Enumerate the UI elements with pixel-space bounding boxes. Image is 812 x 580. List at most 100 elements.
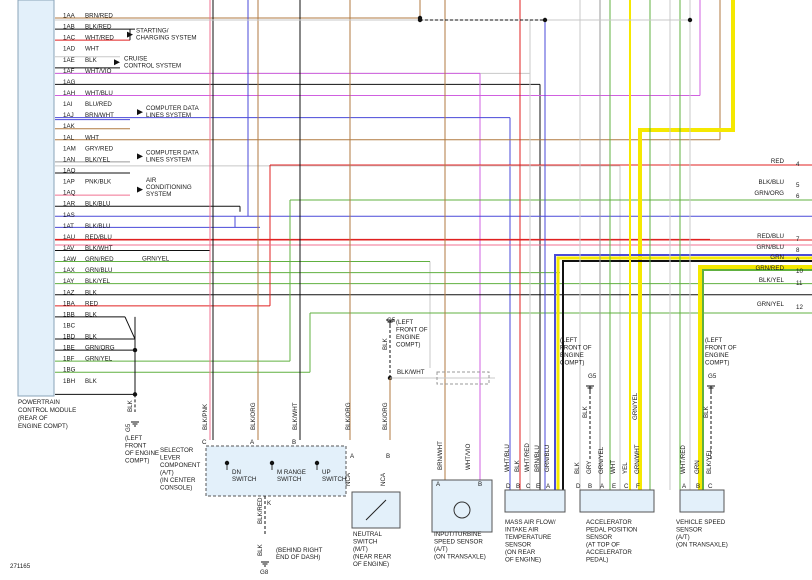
ground-location-label: COMPT) [705,360,729,367]
component-name-label: OF ENGINE) [353,561,389,568]
pcm-pin-label: 1AE [63,57,75,64]
right-wire-label: RED/BLU [757,233,784,240]
component-name-label: INPUT/TURBINE [434,531,481,538]
splice-dot [687,17,693,23]
switch-label: UP [322,469,331,476]
switch-label: SWITCH [232,476,256,483]
ground-location-label: (LEFT [396,319,413,326]
switch-contact [314,460,320,466]
pcm-wire-label: WHT/RED [85,35,114,42]
component-name-label: MASS AIR FLOW/ [505,519,556,526]
pcm-pin-label: 1BE [63,345,75,352]
ground-location-label: COMPT) [396,342,420,349]
component-wire-label: NCA [345,472,352,486]
component-name-label: (ON REAR [505,549,536,556]
component-name-label: CONSOLE) [160,485,192,492]
pcm-pin-label: 1BB [63,311,75,318]
component-name-label: SPEED SENSOR [434,539,483,546]
pcm-wire-label: BLK/BLU [85,201,110,208]
pcm-wire-label: WHT [85,134,99,141]
component-name-label: COMPONENT [160,462,200,469]
arrow-icon [114,59,120,66]
wire [556,256,812,490]
pcm-pin-label: 1AW [63,256,76,263]
ground-wire-label: BLK [703,405,710,418]
pcm-wire-label: BRN/RED [85,13,113,20]
right-wire-label: GRN/BLU [756,244,784,251]
connector-pin-label: B [386,453,390,460]
pcm-pin-label: 1AO [63,167,76,174]
component-name-label: (AT TOP OF [586,542,620,549]
pcm-pin-label: 1BA [63,300,76,307]
component-wire-label: BRN/BLU [534,445,541,472]
component-name-label: SENSOR [676,527,703,534]
subsystem-label: LINES SYSTEM [146,156,191,163]
connector-pin-label: A [250,439,255,446]
wire [638,0,735,490]
ground-location-label: (LEFT [705,337,722,344]
pcm-pin-label: 1AI [63,101,73,108]
component-name-label: ACCELERATOR [586,549,632,556]
pcm-pin-label: 1AZ [63,289,75,296]
component-wire-label: GRN/WHT [634,444,641,474]
ground-id: G5 [588,373,597,380]
connector-pin-label: A [546,483,551,490]
right-wire-label: GRN [770,254,784,261]
ground-location-label: COMPT) [560,360,584,367]
pcm-wire-label: WHT [85,46,99,53]
pcm-wire-label: RED/BLU [85,234,112,241]
pcm-wire-label: BLK [85,289,98,296]
arrow-icon [137,186,143,193]
connector-pin-label: B [292,439,296,446]
splice-wire-label: BLK/WHT [397,369,425,376]
arrow-icon [137,153,143,160]
connector-pin-label: C [202,439,207,446]
pcm-pin-label: 1AR [63,201,76,208]
pcm-wire-label: GRY/RED [85,145,114,152]
tss-box [431,479,493,533]
right-wire-label: GRN/YEL [757,301,785,308]
pcm-pin-label: 1BC [63,322,76,329]
pcm-wire-label: BLK/YEL [85,156,111,163]
wire [702,269,812,490]
pcm-pin-label: 1AV [63,245,75,252]
component-wire-label: BLK/ORG [250,402,257,430]
connector-pin-label: B [588,483,592,490]
pcm-pin-label: 1AX [63,267,75,274]
right-wire-label: GRN/ORG [754,190,784,197]
splice-wire-label: GRN/YEL [142,256,170,263]
pcm-pin-label: 1AC [63,35,76,42]
component-wire-label: GRN [694,460,701,474]
right-wire-number: 4 [796,161,800,168]
component-wire-label: BLK/YEL [706,448,713,474]
connector-pin-label: C [708,483,713,490]
ground-location-label: ENGINE [396,334,420,341]
pcm-wire-label: BLK [85,378,98,385]
right-wire-number: 8 [796,247,800,254]
splice-dot [417,15,423,21]
subsystem-label: LINES SYSTEM [146,112,191,119]
pcm-pin-label: 1AJ [63,112,74,119]
component-name-label: (ON TRANSAXLE) [676,542,728,549]
component-name-label: TEMPERATURE [505,534,551,541]
component-wire-label: NCA [380,472,387,486]
component-wire-label: BLK/PNK [202,403,209,430]
pcm-wire-label: BLK/BLU [85,223,110,230]
connector-pin-label: A [350,453,355,460]
subsystem-label: SYSTEM [146,191,171,198]
pcm-wire-label: BRN/WHT [85,112,114,119]
pcm-wire-label: BLU/RED [85,101,112,108]
ground-location-label: ENGINE [705,352,729,359]
ground-id: G5 [125,423,132,432]
connector-pin-label: B [478,481,482,488]
connector-pin-label: D [576,483,581,490]
subsystem-label: CONDITIONING [146,184,192,191]
connector-pin-label: D [506,483,511,490]
subsystem-label: AIR [146,177,157,184]
subsystem-label: COMPUTER DATA [146,149,200,156]
pcm-pin-label: 1BH [63,378,75,385]
component-name-label: (IN CENTER [160,477,196,484]
component-wire-label: BLK [574,461,581,474]
